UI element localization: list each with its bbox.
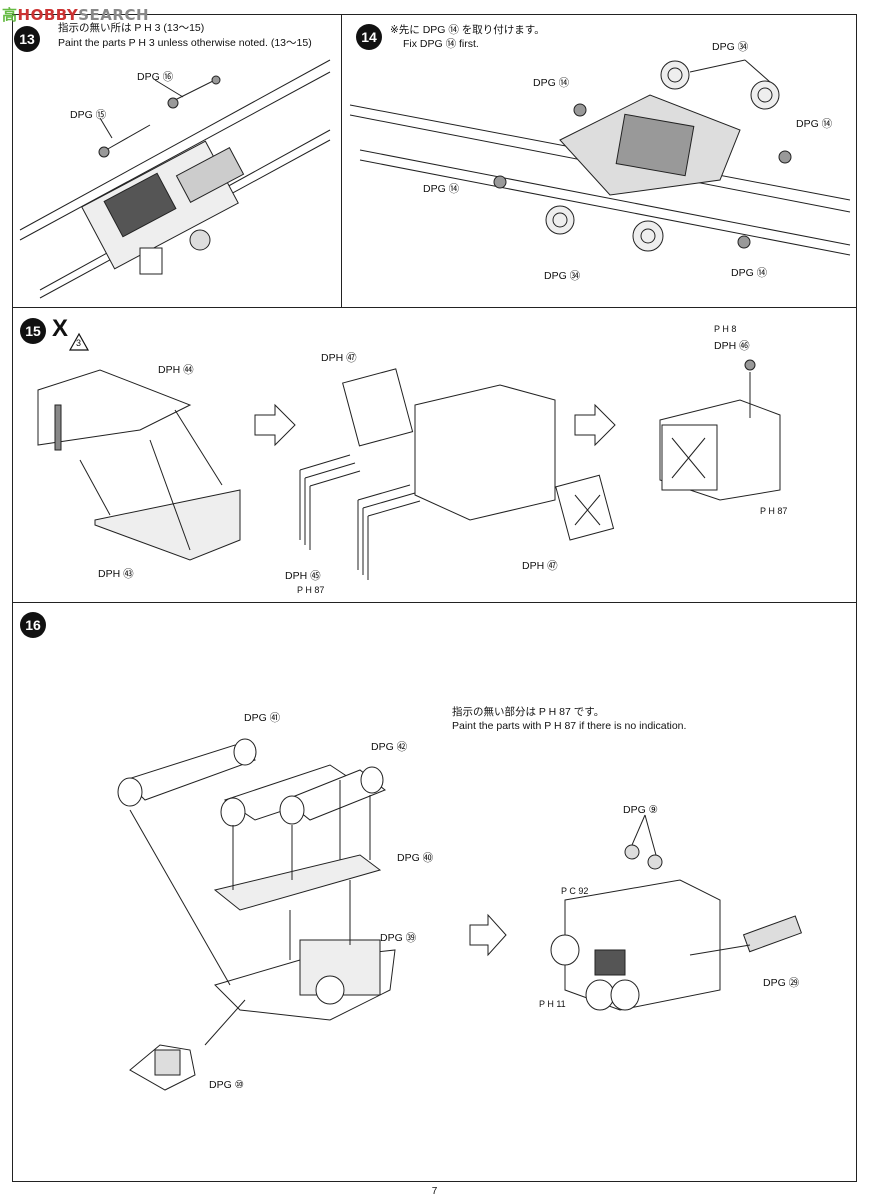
- step16-note-jp: 指示の無い部分は P H 87 です。: [452, 706, 605, 718]
- part-label: DPH ㊼: [522, 560, 558, 572]
- part-label: DPG ⑭: [533, 77, 570, 89]
- step13-number: 13: [14, 26, 40, 52]
- paint-label: P H 87: [297, 585, 325, 595]
- no-need-mark: X: [52, 315, 69, 342]
- part-label: DPG ㉙: [763, 977, 800, 989]
- step13-note-en: Paint the parts P H 3 unless otherwise n…: [58, 37, 312, 49]
- part-label: DPG ㊷: [371, 741, 408, 753]
- part-label: DPG ⑨: [623, 804, 659, 816]
- part-label: DPH ㊸: [98, 568, 134, 580]
- paint-label: P C 92: [561, 886, 589, 896]
- paint-label: P H 87: [760, 506, 788, 516]
- step13-note-jp: 指示の無い所は P H 3 (13〜15): [58, 22, 205, 34]
- part-label: DPG ⑭: [423, 183, 460, 195]
- part-label: DPG ⑯: [137, 71, 174, 83]
- part-label: DPH ㊺: [285, 570, 321, 582]
- count-mark: 3: [76, 338, 82, 348]
- step14-note-en: Fix DPG ⑭ first.: [403, 38, 479, 50]
- part-label: DPG ⑭: [796, 118, 833, 130]
- step16-number: 16: [20, 612, 46, 638]
- paint-label: P H 8: [714, 324, 737, 334]
- step14-note-jp: ※先に DPG ⑭ を取り付けます。: [390, 24, 545, 36]
- part-label: DPG ㊵: [397, 852, 434, 864]
- part-label: DPG ㉞: [544, 270, 581, 282]
- watermark: 高HOBBYSEARCH: [2, 6, 150, 24]
- step16-note-en: Paint the parts with P H 87 if there is …: [452, 720, 687, 732]
- part-label: DPH ㊻: [714, 340, 750, 352]
- part-label: DPH ㊹: [158, 364, 194, 376]
- part-label: DPG ㉞: [712, 41, 749, 53]
- part-label: DPG ㊴: [380, 932, 417, 944]
- part-label: DPG ㊶: [244, 712, 281, 724]
- page-number: 7: [431, 1186, 438, 1197]
- part-label: DPG ⑭: [731, 267, 768, 279]
- part-label: DPH ㊼: [321, 352, 357, 364]
- part-label: DPG ⑮: [70, 109, 107, 121]
- part-label: DPG ⑩: [209, 1079, 245, 1091]
- step15-number: 15: [20, 318, 46, 344]
- step16-panel: [12, 602, 857, 1182]
- paint-label: P H 11: [539, 999, 566, 1009]
- step14-number: 14: [356, 24, 382, 50]
